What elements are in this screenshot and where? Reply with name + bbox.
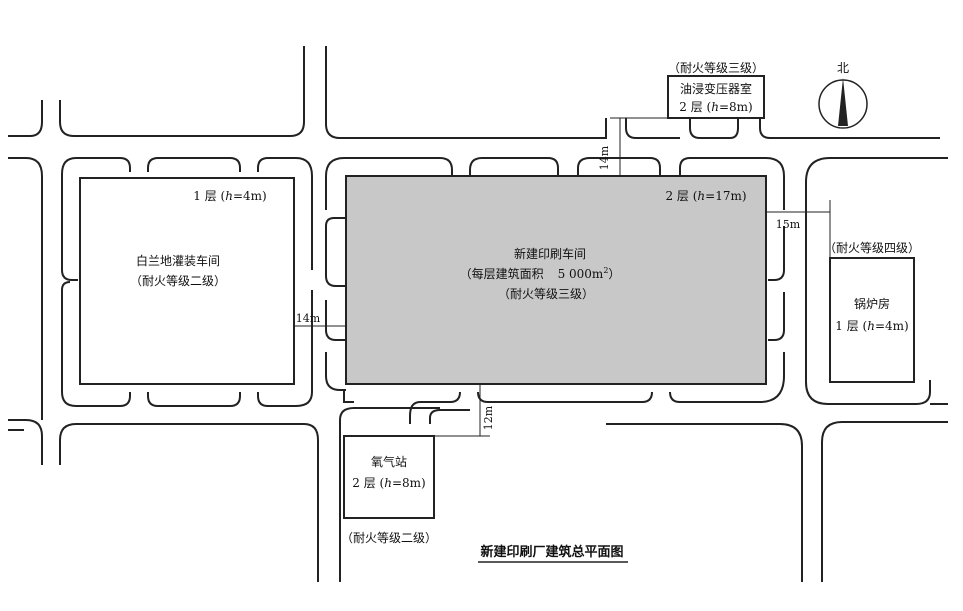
oxygen-station [343, 435, 435, 519]
brandy-fire-rating: （耐火等级二级） [130, 274, 226, 288]
brandy-floors-text: 1 层 ( [193, 189, 225, 203]
road-edge [147, 157, 241, 172]
road-edge [76, 157, 131, 172]
transformer-room [667, 75, 765, 119]
road-edge [805, 157, 948, 340]
road-edge [59, 423, 319, 582]
boiler-fire-rating: （耐火等级四级） [824, 241, 920, 255]
transformer-floors: 2 层 (h=8m) [679, 100, 752, 114]
road-edge [147, 392, 241, 407]
road-edge [768, 226, 785, 281]
dimension-label-right: 15m [776, 218, 801, 231]
road-edge [409, 391, 461, 424]
oxygen-floors: 2 层 (h=8m) [352, 476, 425, 490]
printing-area: （每层建筑面积 5 000m2） [460, 266, 621, 281]
road-edge [325, 157, 345, 210]
transformer-floors-text: 2 层 ( [679, 100, 711, 114]
boiler-floors: 1 层 (h=4m) [835, 319, 908, 333]
transformer-height-symbol: h [711, 100, 719, 114]
road-edge [61, 290, 131, 407]
transformer-fire-rating: （耐火等级三级） [668, 61, 764, 75]
road-edge [257, 290, 313, 407]
printing-area-superscript: 2 [603, 266, 608, 275]
printing-height-symbol: h [697, 189, 705, 203]
north-arrow: 北 [818, 61, 868, 129]
road-edge [61, 269, 78, 281]
printing-height-value: =17m) [705, 189, 746, 203]
road-network [8, 46, 948, 582]
printing-floors-text: 2 层 ( [665, 189, 697, 203]
printing-area-text: （每层建筑面积 [460, 266, 544, 281]
north-arrow-icon [838, 78, 848, 126]
printing-area-value: 5 000m [558, 267, 604, 281]
road-edge [344, 157, 453, 176]
dimension-label-top: 14m [598, 145, 611, 170]
transformer-height-value: =8m) [719, 100, 753, 114]
brandy-height-value: =4m) [233, 189, 267, 203]
dimension-label-left: 14m [296, 312, 321, 325]
road-edge [768, 292, 785, 341]
oxygen-name: 氧气站 [371, 454, 407, 469]
road-edge [257, 157, 313, 270]
brandy-floors: 1 层 (h=4m) [193, 189, 266, 203]
printing-workshop [345, 175, 767, 385]
road-edge [61, 281, 71, 291]
printing-name: 新建印刷车间 [514, 246, 586, 261]
road-edge [429, 409, 470, 424]
road-edge [679, 157, 785, 210]
road-edge [477, 391, 653, 403]
dimension-top: 14m [598, 117, 668, 176]
service-roads [625, 118, 931, 405]
boiler-height-value: =4m) [875, 319, 909, 333]
road-edge [325, 300, 346, 341]
transformer-name: 油浸变压器室 [680, 81, 752, 96]
oxygen-height-symbol: h [384, 476, 392, 490]
road-edge [689, 118, 739, 139]
drawing-title: 新建印刷厂建筑总平面图 [480, 544, 623, 560]
road-edge [759, 118, 940, 139]
road-edge [59, 46, 305, 137]
boiler-name: 锅炉房 [854, 296, 890, 311]
boiler-floors-text: 1 层 ( [835, 319, 867, 333]
printing-area-close: ） [608, 267, 620, 281]
road-edge [325, 46, 607, 139]
oxygen-floors-text: 2 层 ( [352, 476, 384, 490]
road-edge [821, 421, 948, 582]
road-edge [8, 157, 43, 420]
road-edge [325, 217, 346, 227]
road-edge [325, 226, 346, 287]
oxygen-height-value: =8m) [392, 476, 426, 490]
brandy-filling-workshop [79, 177, 295, 385]
road-edge [61, 157, 77, 270]
boiler-room [829, 257, 915, 383]
boiler-height-symbol: h [867, 319, 875, 333]
dimension-label-bottom: 12m [482, 405, 495, 430]
oxygen-fire-rating: （耐火等级二级） [341, 531, 437, 545]
road-edge [625, 118, 680, 139]
road-edge [669, 352, 785, 403]
road-edge [339, 407, 440, 582]
dimension-right: 15m [766, 200, 831, 258]
printing-fire-rating: （耐火等级三级） [498, 287, 594, 301]
road-edge [325, 352, 346, 391]
road-edge [805, 340, 931, 405]
road-edge [343, 390, 354, 403]
road-edge [577, 157, 661, 176]
printing-floors: 2 层 (h=17m) [665, 189, 746, 203]
north-label: 北 [837, 61, 849, 75]
printing-ring-road [325, 157, 785, 424]
brandy-ring-road [61, 157, 313, 407]
road-edge [8, 100, 43, 137]
road-edge [8, 419, 43, 465]
road-edge [606, 423, 803, 582]
dimension-left: 14m [294, 312, 346, 327]
brandy-name: 白兰地灌装车间 [136, 253, 220, 268]
brandy-height-symbol: h [225, 189, 233, 203]
dimension-bottom: 12m [434, 384, 495, 437]
road-edge [469, 157, 559, 176]
